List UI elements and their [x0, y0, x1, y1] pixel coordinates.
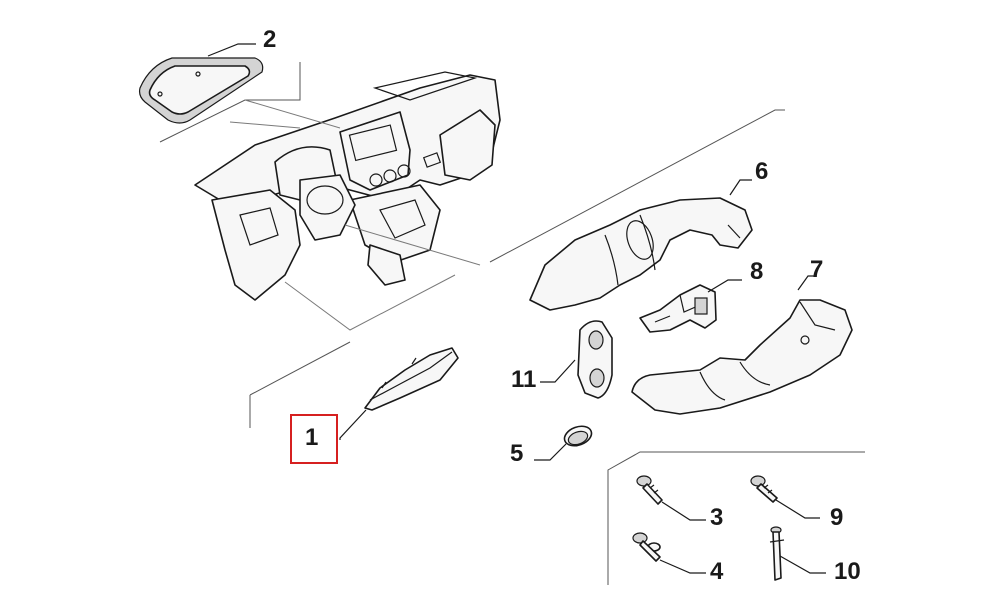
callout-label-3[interactable]: 3	[710, 504, 724, 531]
part-4-drawing	[632, 532, 706, 574]
part-3-drawing	[636, 475, 706, 521]
highlight-box	[290, 414, 338, 464]
callout-label-2[interactable]: 2	[263, 26, 277, 53]
dashboard-assembly	[194, 71, 501, 331]
part-11-drawing	[540, 320, 613, 399]
part-6-drawing	[529, 179, 753, 311]
callout-label-10[interactable]: 10	[834, 558, 861, 585]
callout-label-5[interactable]: 5	[510, 440, 524, 467]
callout-label-6[interactable]: 6	[755, 158, 769, 185]
hardware-frame	[607, 451, 865, 585]
callout-label-11[interactable]: 11	[511, 366, 537, 393]
part-10-drawing	[769, 526, 826, 581]
callout-label-1[interactable]: 1	[305, 424, 319, 451]
part-1-drawing	[339, 347, 459, 440]
callout-label-4[interactable]: 4	[710, 558, 724, 585]
part-7-drawing	[631, 275, 853, 415]
part-2-drawing	[138, 43, 264, 124]
callout-label-9[interactable]: 9	[830, 504, 844, 531]
part-5-drawing	[534, 425, 593, 461]
dashboard-frame	[159, 62, 785, 428]
part-8-drawing	[639, 279, 742, 333]
callout-label-8[interactable]: 8	[750, 258, 764, 285]
callout-label-7[interactable]: 7	[810, 256, 824, 283]
part-9-drawing	[750, 475, 820, 519]
